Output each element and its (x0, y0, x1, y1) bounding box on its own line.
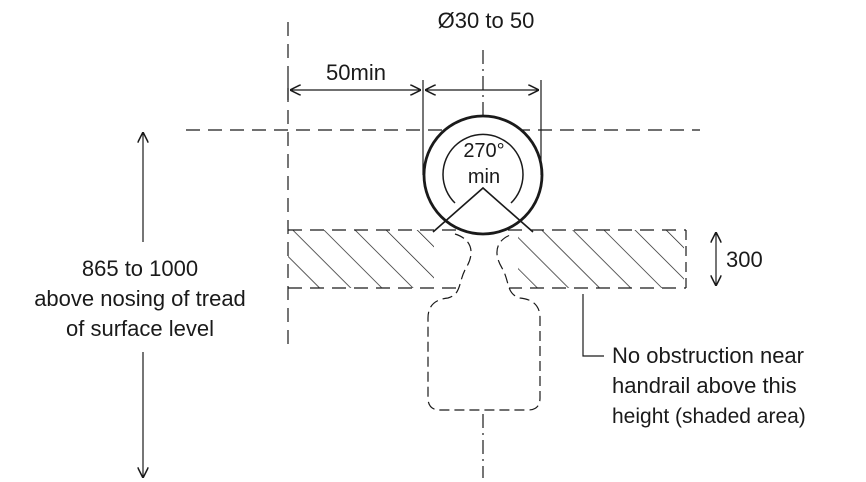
wrap-angle-suffix-label: min (468, 166, 500, 188)
note-leader-line (582, 294, 604, 357)
note-line1: No obstruction near (612, 343, 804, 368)
clearance-label: 50min (326, 60, 386, 85)
handrail-bracket (427, 233, 541, 411)
wrap-angle-chevron (432, 186, 534, 233)
no-obstruction-zone (288, 229, 687, 289)
handrail-profile (422, 114, 544, 236)
height-label-line2: above nosing of tread (34, 286, 246, 311)
note-line3: height (shaded area) (612, 405, 806, 428)
height-label-line1: 865 to 1000 (82, 256, 198, 281)
zone-depth-label: 300 (726, 247, 763, 272)
diameter-label: Ø30 to 50 (438, 8, 535, 33)
wrap-angle-label: 270° (463, 140, 504, 162)
wrap-angle-arc (442, 133, 524, 204)
height-label-line3: of surface level (66, 316, 214, 341)
note-line2: handrail above this (612, 373, 797, 398)
